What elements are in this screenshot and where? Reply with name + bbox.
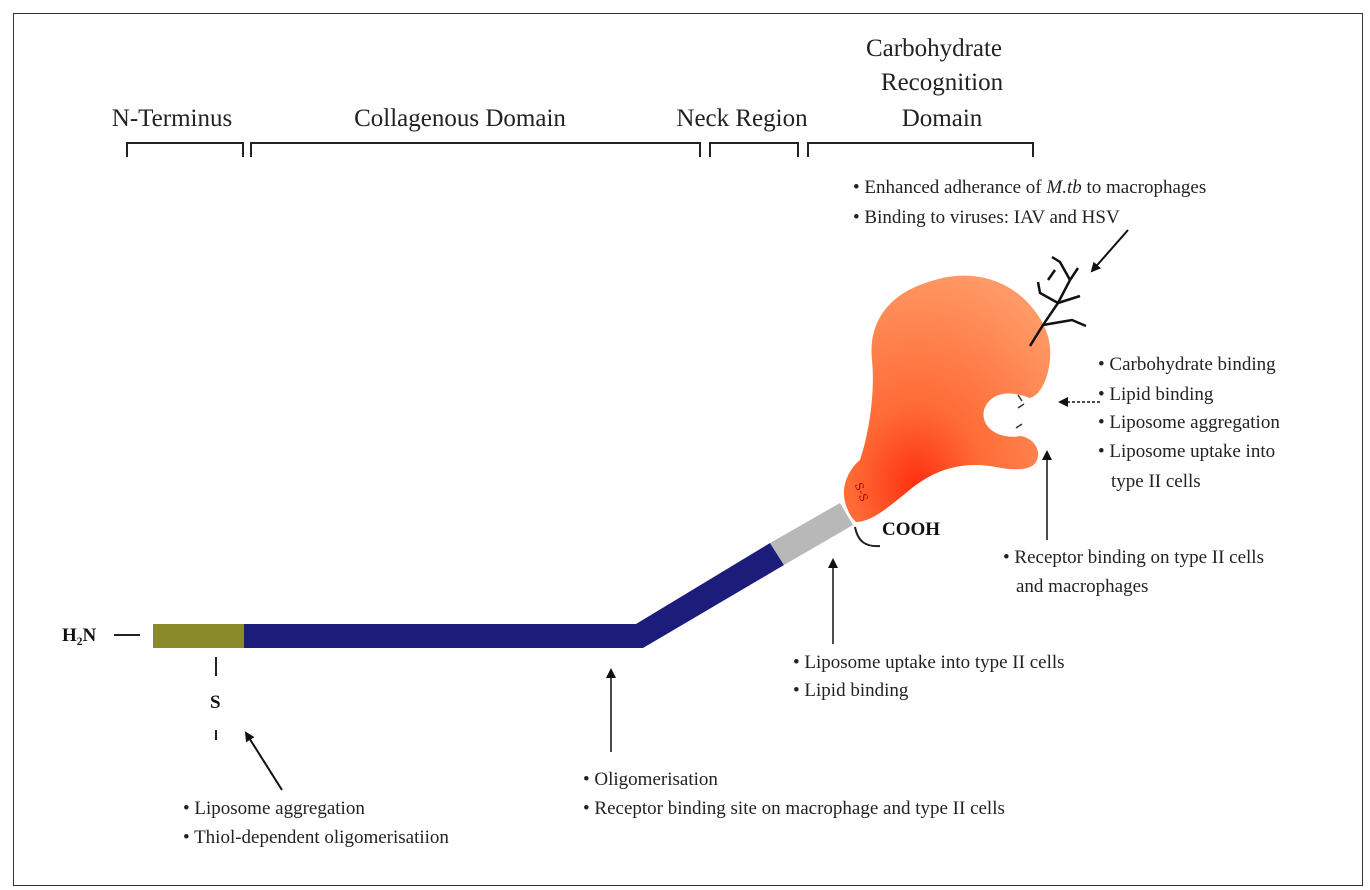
n-terminus-segment xyxy=(153,624,244,648)
header-neck-region: Neck Region xyxy=(676,105,808,132)
annotation-collagen-1: • Oligomerisation xyxy=(583,769,718,790)
annotation-crd-side-2: • Lipid binding xyxy=(1098,384,1214,405)
glycan-icon xyxy=(1028,255,1087,347)
s-label: S xyxy=(210,692,221,713)
h2n-label: H₂N xyxy=(62,625,96,646)
arrow-n-terminus xyxy=(244,731,283,791)
cooh-bond xyxy=(854,526,881,548)
annotation-crd-side-3: • Liposome aggregation xyxy=(1098,412,1280,433)
carbohydrate-recognition-domain xyxy=(843,275,1051,522)
bracket-crd xyxy=(807,142,1034,157)
annotation-crd-side-4: • Liposome uptake into xyxy=(1098,441,1275,462)
bracket-neck xyxy=(709,142,799,157)
collagenous-segment xyxy=(244,543,784,648)
binding-site-marks xyxy=(1015,394,1025,429)
header-n-terminus: N-Terminus xyxy=(112,105,232,132)
annotation-receptor-2: and macrophages xyxy=(1016,576,1148,597)
annotation-neck-1: • Liposome uptake into type II cells xyxy=(793,652,1065,673)
header-crd-line2: Recognition xyxy=(881,69,1004,96)
annotation-receptor-1: • Receptor binding on type II cells xyxy=(1003,547,1264,568)
bracket-n-terminus xyxy=(126,142,244,157)
header-collagenous-domain: Collagenous Domain xyxy=(354,105,566,132)
annotation-crd-side-1: • Carbohydrate binding xyxy=(1098,354,1276,375)
neck-segment xyxy=(770,503,853,565)
arrow-glycan xyxy=(1090,229,1129,273)
annotation-crd-top-2: • Binding to viruses: IAV and HSV xyxy=(853,207,1120,228)
annotation-collagen-2: • Receptor binding site on macrophage an… xyxy=(583,798,1005,819)
cooh-label: COOH xyxy=(882,519,940,540)
annotation-nterm-1: • Liposome aggregation xyxy=(183,798,365,819)
annotation-crd-side-5: type II cells xyxy=(1111,471,1201,492)
header-crd-line3: Domain xyxy=(902,105,983,132)
ss-bond-label: S-S xyxy=(852,481,871,503)
figure-frame xyxy=(13,13,1363,886)
annotation-nterm-2: • Thiol-dependent oligomerisatiion xyxy=(183,827,449,848)
bracket-collagenous xyxy=(250,142,701,157)
header-crd-line1: Carbohydrate xyxy=(866,35,1002,62)
annotation-neck-2: • Lipid binding xyxy=(793,680,909,701)
annotation-crd-top-1: • Enhanced adherance of M.tb to macropha… xyxy=(853,177,1206,198)
